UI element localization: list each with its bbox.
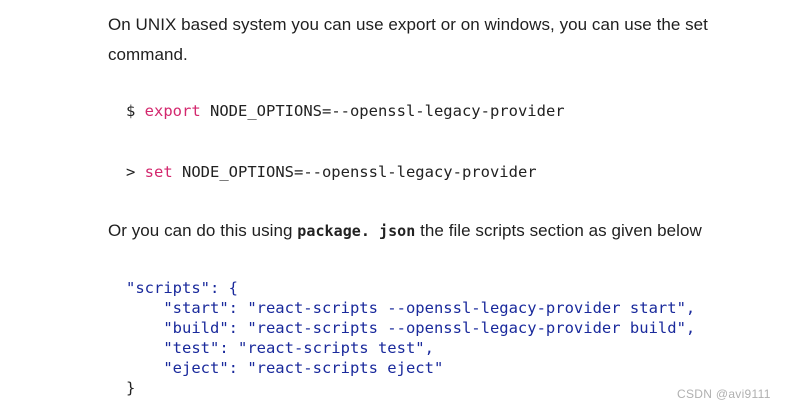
csdn-watermark: CSDN @avi9111 — [677, 387, 771, 401]
intro-paragraph: On UNIX based system you can use export … — [108, 15, 708, 64]
scripts-open-line: "scripts": { — [126, 279, 238, 297]
scripts-code-block: "scripts": { "start": "react-scripts --o… — [126, 278, 695, 398]
windows-command-rest: NODE_OPTIONS=--openssl-legacy-provider — [172, 163, 537, 181]
scripts-build-line: "build": "react-scripts --openssl-legacy… — [126, 319, 696, 337]
package-json-paragraph: Or you can do this using package. json t… — [108, 216, 768, 246]
package-json-inline-code: package. json — [297, 222, 416, 240]
export-keyword: export — [144, 102, 201, 120]
scripts-start-line: "start": "react-scripts --openssl-legacy… — [126, 299, 696, 317]
set-keyword: set — [144, 163, 173, 181]
unix-command-rest: NODE_OPTIONS=--openssl-legacy-provider — [200, 102, 565, 120]
windows-set-command: > set NODE_OPTIONS=--openssl-legacy-prov… — [126, 162, 537, 182]
unix-prompt: $ — [126, 102, 145, 120]
package-json-text-before: Or you can do this using — [108, 221, 298, 240]
scripts-eject-line: "eject": "react-scripts eject" — [126, 359, 444, 377]
scripts-test-line: "test": "react-scripts test", — [126, 339, 434, 357]
unix-export-command: $ export NODE_OPTIONS=--openssl-legacy-p… — [126, 101, 565, 121]
windows-prompt: > — [126, 163, 145, 181]
package-json-text-after: the file scripts section as given below — [415, 221, 702, 240]
scripts-close-line: } — [126, 379, 136, 397]
